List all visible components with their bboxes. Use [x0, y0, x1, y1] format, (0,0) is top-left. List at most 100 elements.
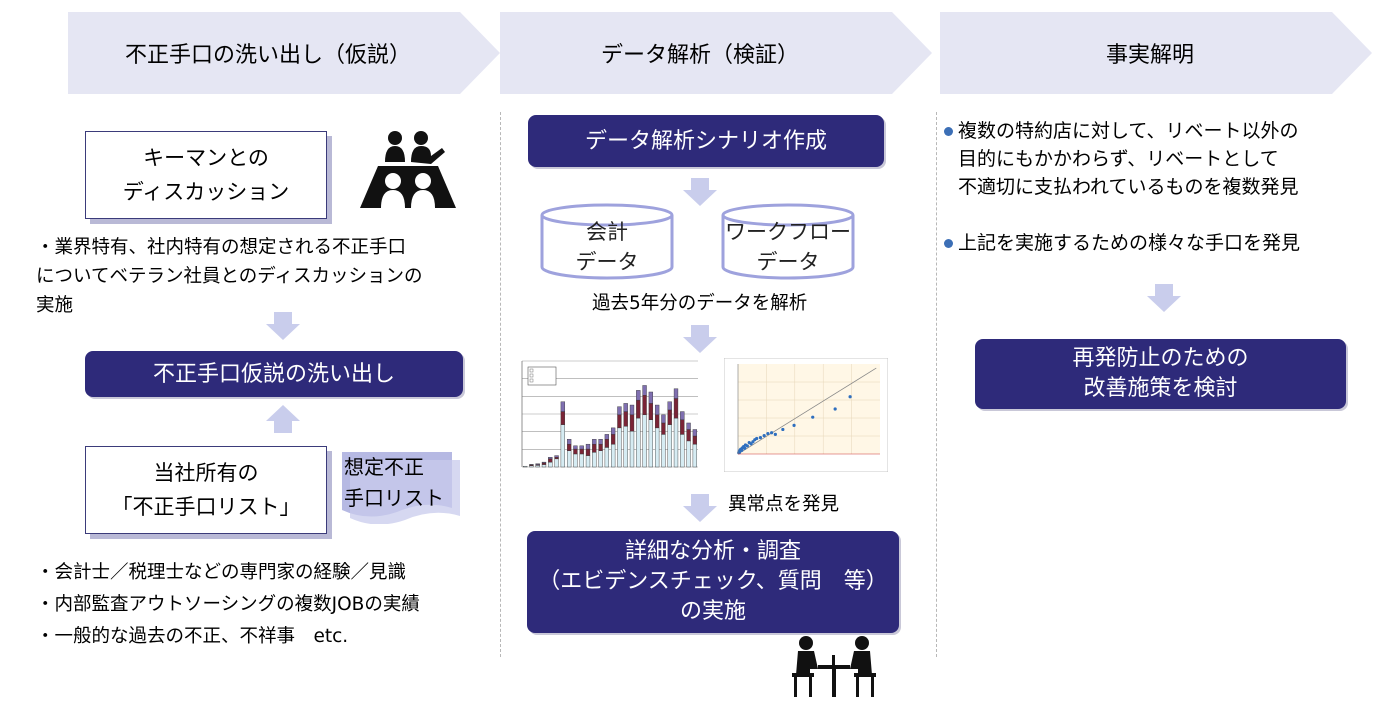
bar: [667, 409, 672, 425]
bar: [541, 461, 547, 464]
bar: [680, 419, 685, 435]
bar: [673, 388, 679, 399]
bar: [610, 443, 616, 468]
bar: [636, 390, 641, 401]
bar: [585, 448, 591, 456]
bar: [654, 404, 660, 416]
knowledge-sources: ・会計士／税理士などの専門家の経験／見識 ・内部監査アウトソーシングの複数JOB…: [36, 557, 420, 653]
scatter-point: [781, 427, 785, 432]
analysis-text: 過去5年分のデータを解析: [592, 293, 808, 314]
bar: [617, 427, 622, 468]
prevention-line: 改善施策を検討: [1083, 376, 1238, 401]
trend-line: [737, 367, 877, 455]
bar: [654, 427, 660, 468]
bar: [629, 414, 635, 432]
desc-line: 実施: [36, 295, 74, 316]
bar: [661, 422, 666, 435]
bar: [686, 422, 691, 430]
bar: [585, 455, 591, 468]
scatter-point: [751, 440, 755, 444]
scenario-label: データ解析シナリオ作成: [584, 128, 827, 154]
detailed-analysis-box: 詳細な分析・調査（エビデンスチェック、質問 等）の実施: [527, 531, 899, 633]
desc-line: ・業界特有、社内特有の想定される不正手口: [36, 237, 407, 258]
bar: [573, 445, 578, 450]
bar: [554, 457, 559, 460]
chevron-shape: [68, 12, 500, 94]
legend-swatch: [529, 378, 534, 383]
scatter-point: [745, 444, 749, 448]
bar: [629, 430, 635, 468]
bar: [654, 414, 660, 429]
keyman-discussion-box: キーマンとのディスカッション: [85, 131, 327, 219]
bar: [686, 440, 691, 468]
scatter-point: [749, 442, 753, 446]
bar: [522, 465, 528, 468]
bar: [692, 429, 698, 437]
bar: [554, 455, 559, 458]
scatter-point: [740, 448, 744, 452]
scatter-point: [755, 436, 759, 441]
bar: [548, 457, 553, 460]
db-line: データ: [756, 250, 820, 274]
bar: [535, 463, 540, 465]
detail-line: 詳細な分析・調査: [624, 539, 801, 564]
desc-line: についてベテラン社員とのディスカッションの: [36, 266, 423, 287]
hypothesis-box: 不正手口仮説の洗い出し: [85, 351, 463, 397]
scatter-point: [743, 446, 747, 450]
finding-line: 目的にもかかわらず、リベートとして: [958, 148, 1279, 170]
scatter-point: [792, 423, 796, 427]
bar: [648, 419, 654, 468]
chart-legend: [527, 366, 557, 386]
bar: [636, 417, 641, 468]
scatter-chart: [724, 358, 888, 472]
doc-line: 手口リスト: [344, 486, 444, 510]
scatter-point: [758, 436, 763, 440]
header-title: データ解析（検証）: [600, 43, 799, 68]
analysis-scenario-box: データ解析シナリオ作成: [528, 115, 884, 167]
bar: [661, 434, 666, 468]
bar: [692, 435, 698, 445]
bar: [541, 462, 547, 465]
bar: [554, 458, 559, 468]
bar: [667, 424, 672, 468]
finding-line: 複数の特約店に対して、リベート以外の: [958, 120, 1299, 142]
list-line: 「不正手口リスト」: [111, 495, 301, 519]
prevention-box: 再発防止のための改善施策を検討: [975, 339, 1346, 409]
legend-swatch: [529, 368, 534, 373]
scatter-point: [773, 432, 777, 436]
accounting-database: 会計データ: [540, 203, 674, 281]
workflow-database: ワークフローデータ: [721, 203, 855, 281]
bullet-icon: [944, 127, 953, 136]
bar: [566, 450, 572, 468]
source-line: ・一般的な過去の不正、不祥事 etc.: [36, 626, 349, 647]
bar: [680, 434, 685, 468]
database-icon: [721, 203, 855, 280]
scatter-point: [833, 407, 837, 411]
bar: [548, 458, 553, 463]
bar: [642, 395, 647, 416]
bar: [585, 443, 591, 450]
keyman-line: ディスカッション: [122, 180, 290, 204]
finding-1: 複数の特約店に対して、リベート以外の 目的にもかかわらず、リベートとして 不適切…: [944, 117, 1298, 201]
bar: [592, 443, 597, 453]
bar: [648, 403, 654, 420]
stacked-bar-chart: [521, 360, 698, 468]
list-line: 当社所有の: [153, 461, 259, 485]
fraud-list-box: 当社所有の「不正手口リスト」: [85, 446, 327, 534]
bar: [673, 417, 679, 468]
bar: [623, 411, 628, 427]
prevention-line: 再発防止のための: [1072, 346, 1249, 371]
header-fact-finding: 事実解明: [940, 12, 1372, 94]
bar: [623, 426, 628, 468]
bar: [604, 447, 610, 468]
header-title: 事実解明: [1105, 43, 1194, 68]
doc-line: 想定不正: [344, 455, 424, 479]
keyman-line: キーマンとの: [143, 146, 269, 170]
bar: [604, 439, 610, 448]
bar: [648, 391, 654, 404]
bar: [573, 448, 578, 455]
bar: [623, 403, 628, 412]
down-arrow-icon: [683, 178, 717, 206]
down-arrow-icon: [683, 494, 717, 522]
anomaly-text: 異常点を発見: [728, 494, 840, 515]
